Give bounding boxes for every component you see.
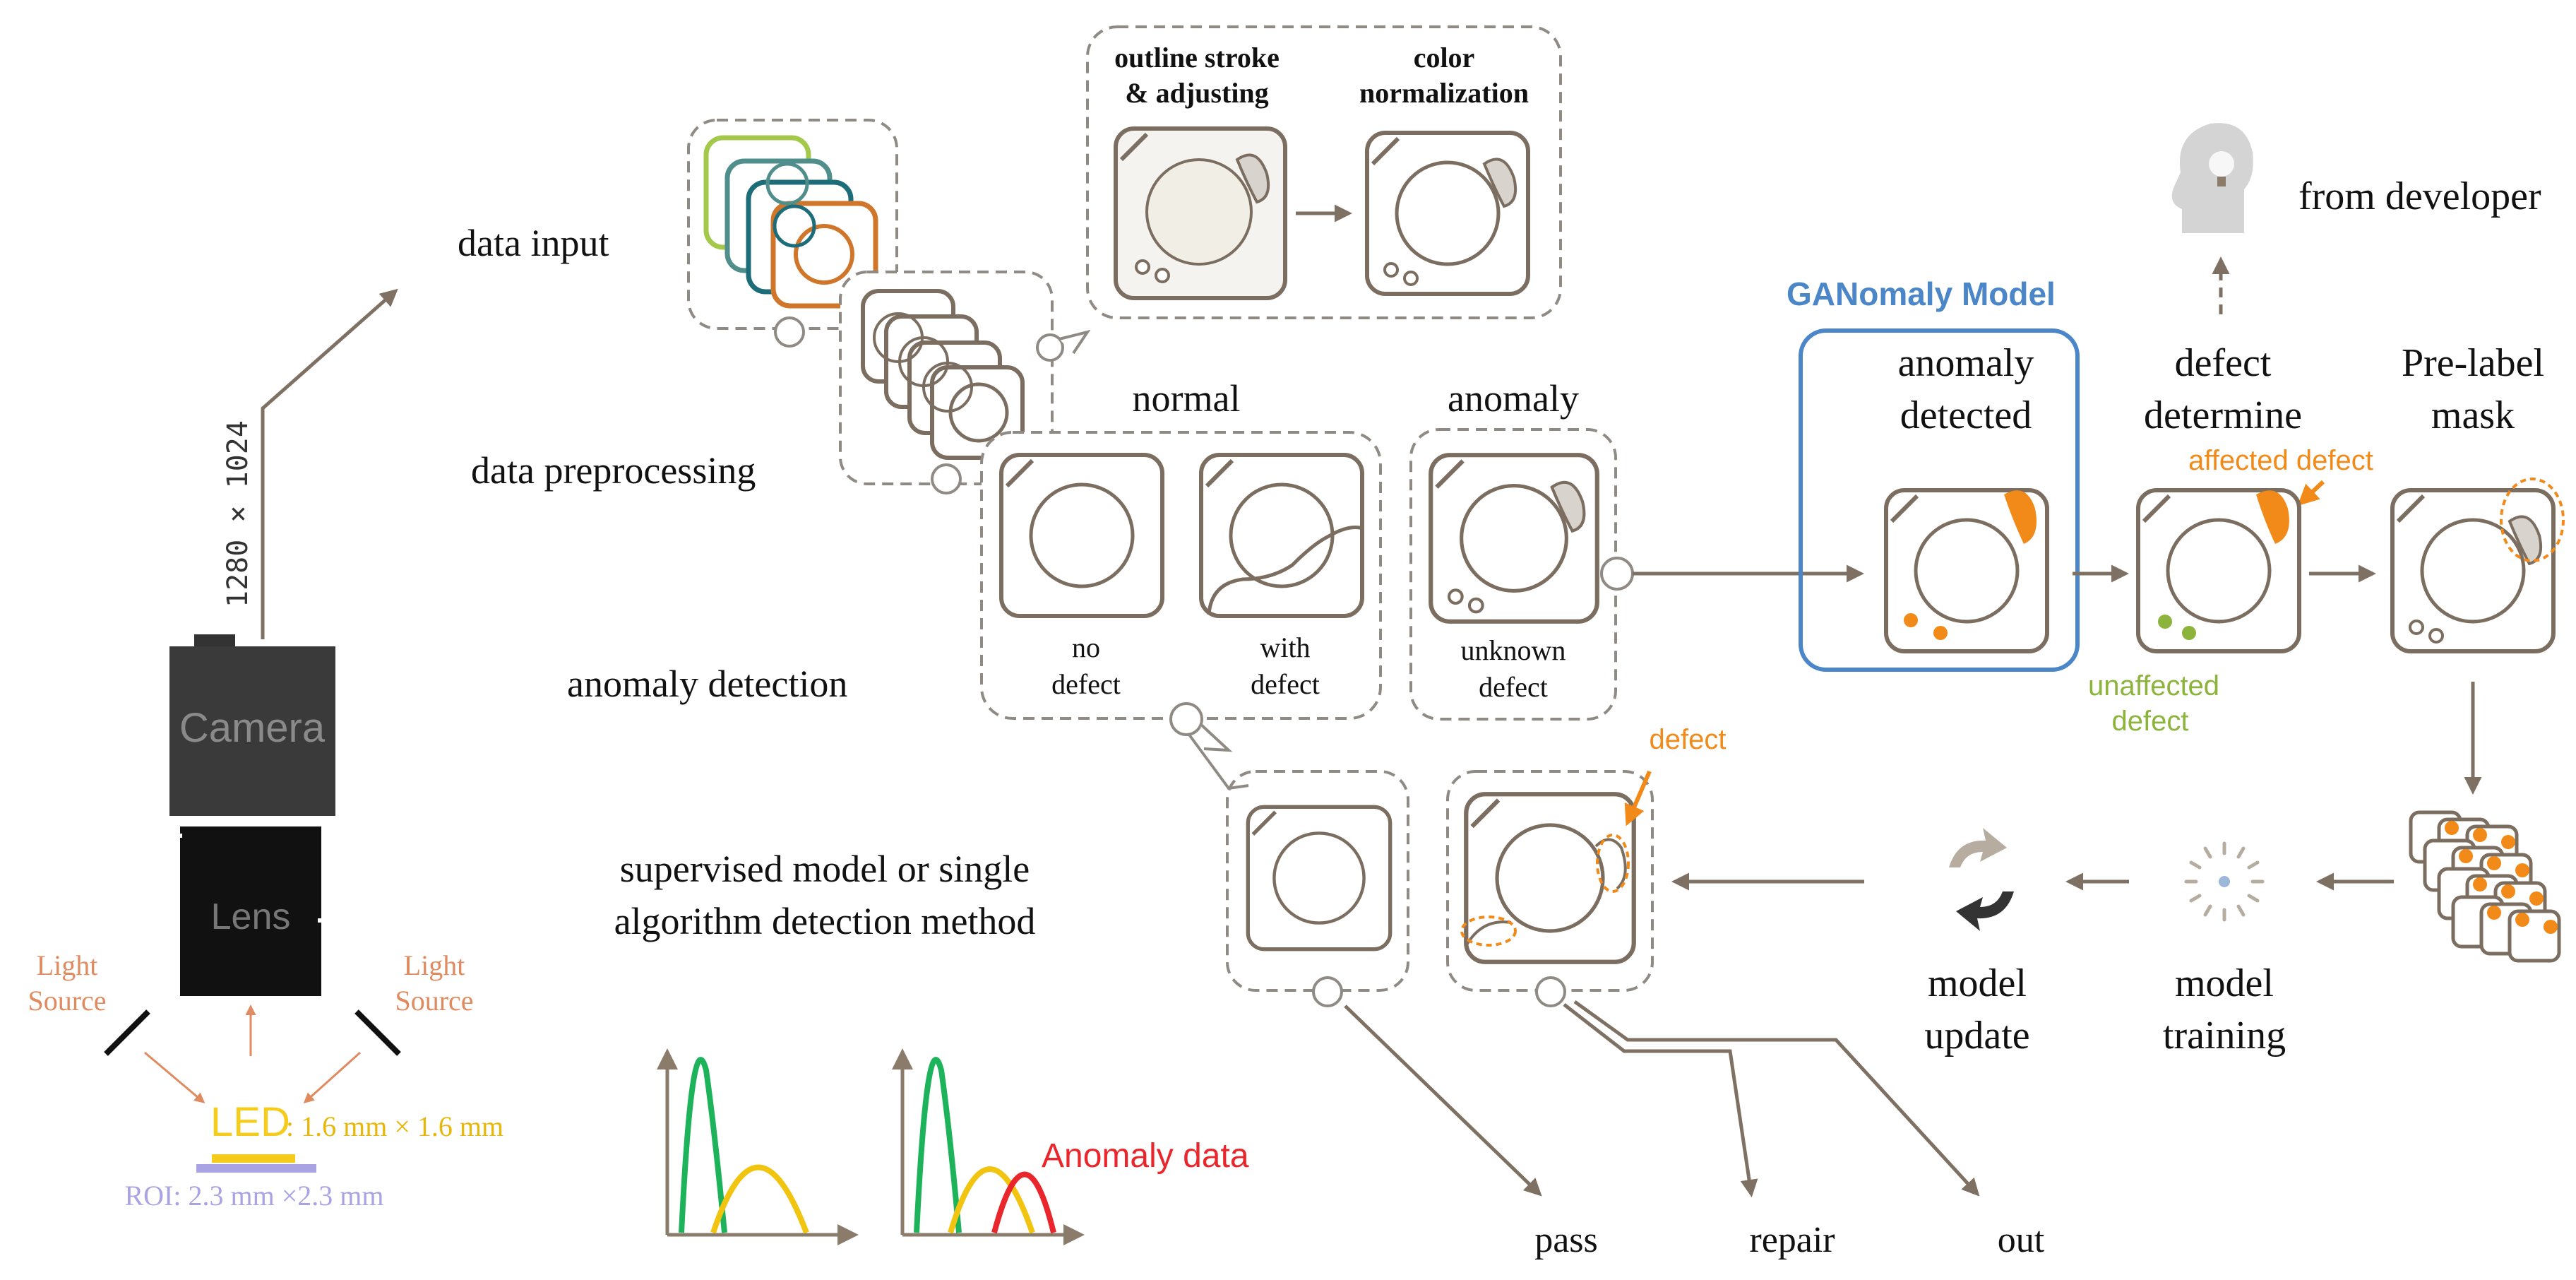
model-training-line1: model: [2175, 961, 2274, 1005]
unknown-defect-line1: unknown: [1461, 634, 1566, 666]
preprocessing-panel: [839, 271, 1091, 494]
unknown-defect-card: [1431, 455, 1597, 622]
stage-supervised-line2: algorithm detection method: [614, 900, 1036, 942]
unaffected-defect-line1: unaffected: [2088, 670, 2219, 701]
defect-determine-line1: defect: [2175, 341, 2272, 385]
lightbulb-head-icon: [2171, 123, 2253, 233]
supervised-defect-card: [1466, 794, 1634, 962]
prelabel-line1: Pre-label: [2402, 341, 2544, 385]
mask-outline: [2500, 478, 2565, 562]
to-repair-arrow: [1563, 1003, 1758, 1197]
light-source-left: [104, 1009, 150, 1056]
affected-defect-label: affected defect: [2188, 445, 2373, 476]
no-defect-line1: no: [1072, 632, 1100, 663]
to-pass-arrow: [1344, 1005, 1542, 1197]
light-source-right: [354, 1009, 401, 1056]
normalization-panel: outline stroke & adjusting color normali…: [1086, 25, 1562, 319]
anomaly-detected-line2: detected: [1900, 393, 2032, 437]
camera-icon: Camera: [169, 634, 335, 816]
unaffected-defect-line2: defect: [2112, 706, 2189, 737]
unknown-defect-line2: defect: [1479, 671, 1548, 703]
roi-plate: [196, 1164, 316, 1173]
stage-supervised-line1: supervised model or single: [620, 848, 1030, 890]
output-out: out: [1998, 1220, 2045, 1260]
stage-anomaly-detection: anomaly detection: [567, 663, 847, 705]
normalized-card: [1367, 133, 1528, 294]
model-update-line2: update: [1924, 1014, 2029, 1057]
prelabel-card: [2392, 490, 2553, 651]
outline-stroke-line2: & adjusting: [1125, 77, 1268, 109]
light-source-left-line2: Source: [28, 985, 106, 1017]
color-normalization-line1: color: [1414, 42, 1475, 73]
outline-card: [1114, 126, 1287, 300]
distribution-plot-normal: [657, 1048, 859, 1245]
normal-panel: normal no defect with defect: [980, 377, 1382, 752]
image-stack-icon: [2409, 810, 2561, 963]
light-ray-right: [303, 1051, 362, 1104]
outline-stroke-line1: outline stroke: [1114, 42, 1280, 73]
prelabel-mask-stage: Pre-label mask: [2392, 341, 2565, 651]
defect-determine-stage: defect determine affected defect unaffec…: [2088, 341, 2373, 737]
supervised-defect-panel: defect: [1446, 724, 1727, 1007]
led-size-label: : 1.6 mm × 1.6 mm: [286, 1110, 503, 1142]
ganomaly-model-box: GANomaly Model anomaly detected: [1787, 275, 2080, 672]
detected-defect-mark: [2004, 490, 2037, 544]
lens-icon: Lens: [175, 826, 325, 996]
affected-defect-pointer: [2297, 480, 2325, 506]
light-source-right-line1: Light: [404, 949, 465, 981]
led-chip: [212, 1154, 295, 1163]
model-training-line2: training: [2163, 1014, 2286, 1057]
anomaly-panel: anomaly unknown defect: [1409, 377, 1634, 721]
camera-label: Camera: [179, 705, 326, 751]
light-source-left-line1: Light: [37, 949, 98, 981]
camera-output-arrow: [261, 288, 398, 639]
defect-determine-line2: determine: [2144, 393, 2302, 437]
supervised-normal-panel: [1226, 770, 1409, 1007]
detection-connector: [1188, 733, 1249, 790]
spinner-icon: [2184, 841, 2265, 922]
with-defect-line1: with: [1260, 632, 1310, 663]
color-normalization-line2: normalization: [1359, 77, 1529, 109]
roi-label: ROI: 2.3 mm ×2.3 mm: [124, 1180, 383, 1211]
light-source-right-line2: Source: [395, 985, 473, 1017]
category-normal: normal: [1133, 377, 1241, 420]
lens-label: Lens: [211, 896, 291, 937]
model-update-line1: model: [1928, 961, 2027, 1005]
hardware-setup: 1280 × 1024 Camera Lens Light Source Lig…: [28, 288, 503, 1211]
ganomaly-title: GANomaly Model: [1787, 275, 2056, 312]
to-out-arrow: [1573, 1000, 1980, 1197]
from-developer-label: from developer: [2298, 174, 2541, 218]
resolution-label: 1280 × 1024: [222, 420, 254, 608]
distribution-plot-anomaly: [892, 1048, 1085, 1245]
light-ray-left: [144, 1051, 205, 1103]
category-anomaly: anomaly: [1448, 377, 1579, 420]
no-defect-card: [1001, 455, 1162, 616]
supervised-normal-card: [1248, 807, 1390, 949]
stage-data-input: data input: [458, 222, 609, 264]
refresh-icon: [1949, 828, 2014, 931]
anomaly-data-label: Anomaly data: [1042, 1137, 1249, 1175]
no-defect-line2: defect: [1051, 668, 1121, 700]
prelabel-line2: mask: [2431, 393, 2515, 437]
output-pass: pass: [1534, 1220, 1598, 1260]
output-repair: repair: [1749, 1220, 1835, 1260]
with-defect-card: [1201, 455, 1363, 616]
stage-data-preprocessing: data preprocessing: [471, 449, 756, 492]
with-defect-line2: defect: [1251, 668, 1320, 700]
led-label: LED: [210, 1099, 290, 1145]
defect-pointer-label: defect: [1650, 724, 1727, 755]
defect-pointer: [1624, 770, 1652, 826]
anomaly-detected-line1: anomaly: [1898, 341, 2034, 385]
